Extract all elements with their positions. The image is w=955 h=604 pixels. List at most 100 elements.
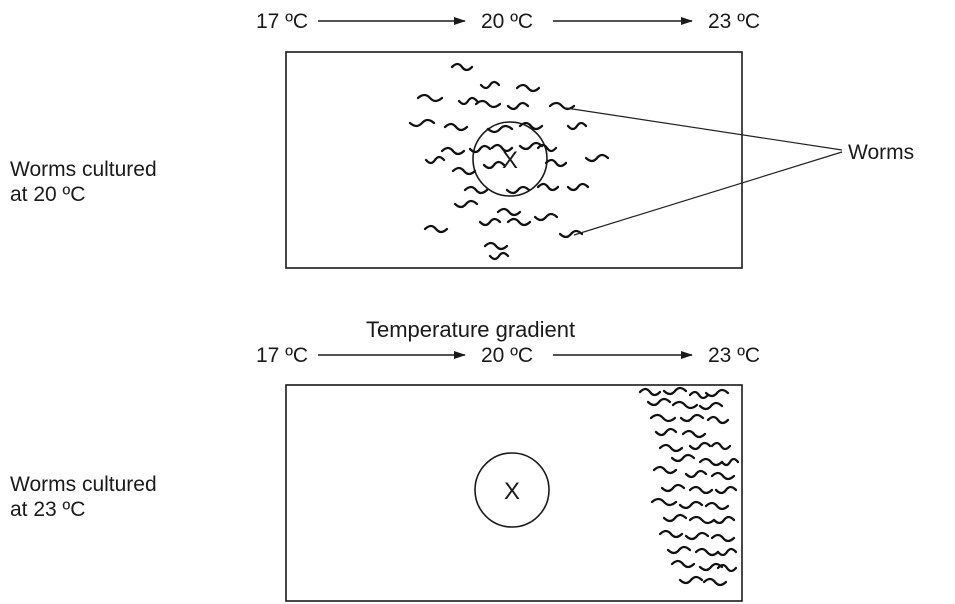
top-worm <box>416 93 444 103</box>
top-worm <box>478 217 502 227</box>
bottom-worm <box>710 441 732 451</box>
bottom-worm <box>658 443 684 453</box>
bottom-scale-23: 23 ºC <box>708 344 760 367</box>
top-worm <box>457 96 479 106</box>
top-worm <box>506 217 532 227</box>
top-worm <box>440 146 466 156</box>
bottom-worm <box>694 547 720 557</box>
bottom-start-mark: X <box>504 478 520 505</box>
bottom-worm <box>658 529 684 539</box>
bottom-worm <box>688 441 712 451</box>
top-worm <box>486 124 514 134</box>
top-worm <box>490 143 514 153</box>
top-worm <box>483 241 509 251</box>
top-worm <box>488 251 510 261</box>
bottom-worm <box>654 427 678 437</box>
gradient-label: Temperature gradient <box>366 317 575 342</box>
bottom-worm <box>698 562 724 572</box>
bottom-worm <box>638 387 662 397</box>
top-worm <box>474 99 502 109</box>
bottom-worm <box>650 497 678 507</box>
worms-pointer-line-1 <box>565 107 843 151</box>
top-worm <box>536 143 558 153</box>
top-worm-cluster <box>408 62 610 261</box>
top-worm <box>518 141 544 151</box>
top-side-label-line2: at 20 ºC <box>10 183 85 206</box>
top-worm <box>566 182 590 192</box>
top-scale-20: 20 ºC <box>481 10 533 33</box>
top-worm <box>468 144 492 154</box>
bottom-scale-20: 20 ºC <box>481 344 533 367</box>
top-worm <box>423 224 449 234</box>
top-worm <box>451 166 477 176</box>
top-worm <box>482 160 506 170</box>
bottom-worm <box>684 531 710 541</box>
bottom-worm <box>670 453 696 463</box>
bottom-worm <box>706 415 730 425</box>
bottom-worm <box>660 483 686 493</box>
worms-pointer-line-2 <box>573 151 843 236</box>
bottom-worm <box>720 457 740 467</box>
bottom-worm <box>678 575 704 585</box>
bottom-worm <box>670 559 696 569</box>
bottom-worm <box>698 457 724 467</box>
bottom-side-label-line1: Worms cultured <box>10 473 157 496</box>
bottom-worm <box>712 515 736 525</box>
bottom-worm <box>688 485 714 495</box>
bottom-worm <box>662 513 688 523</box>
top-worm <box>533 212 559 222</box>
bottom-temperature-scale: 17 ºC 20 ºC 23 ºC <box>256 344 760 367</box>
bottom-worm <box>710 471 736 481</box>
top-worm <box>515 83 541 93</box>
top-worm <box>424 155 446 165</box>
top-worm <box>479 80 501 90</box>
bottom-worm <box>714 485 738 495</box>
bottom-worm <box>652 465 678 475</box>
bottom-worm <box>662 386 688 396</box>
top-start-circle <box>472 121 548 197</box>
bottom-worm <box>702 577 728 587</box>
top-worm <box>453 199 479 209</box>
top-scale-17: 17 ºC <box>256 10 308 33</box>
top-worm <box>408 118 436 128</box>
top-side-label-line1: Worms cultured <box>10 158 157 181</box>
bottom-worm <box>646 397 672 407</box>
bottom-worm <box>716 547 738 557</box>
top-worm <box>505 185 531 195</box>
bottom-side-label-line2: at 23 ºC <box>10 498 85 521</box>
bottom-worm <box>710 533 736 543</box>
top-worm <box>496 207 522 217</box>
bottom-worm <box>671 400 699 410</box>
top-worm <box>558 229 584 239</box>
bottom-worm <box>679 413 705 423</box>
bottom-worm <box>688 515 716 525</box>
top-worm <box>518 121 544 131</box>
bottom-worm <box>684 469 708 479</box>
top-start-mark: X <box>502 147 518 174</box>
bottom-worm <box>666 545 692 555</box>
bottom-culture-dish <box>285 384 743 602</box>
bottom-worm <box>698 401 724 411</box>
bottom-worm <box>704 501 730 511</box>
top-temperature-scale: 17 ºC 20 ºC 23 ºC <box>256 10 760 33</box>
top-scale-23: 23 ºC <box>708 10 760 33</box>
bottom-start-circle <box>474 452 550 528</box>
bottom-worm <box>704 388 730 398</box>
top-worm <box>544 158 568 168</box>
top-worm <box>443 122 469 132</box>
bottom-worm-cluster <box>638 386 740 587</box>
top-worm <box>536 182 560 192</box>
bottom-worm <box>678 500 704 510</box>
top-culture-dish <box>285 51 743 269</box>
bottom-worm <box>649 413 677 423</box>
top-worm <box>463 185 489 195</box>
top-worm <box>506 101 530 111</box>
top-worm <box>566 121 588 131</box>
bottom-worm <box>688 390 710 400</box>
top-worm <box>584 153 610 163</box>
top-worm <box>450 62 474 72</box>
bottom-worm <box>716 563 738 573</box>
bottom-worm <box>681 429 707 439</box>
